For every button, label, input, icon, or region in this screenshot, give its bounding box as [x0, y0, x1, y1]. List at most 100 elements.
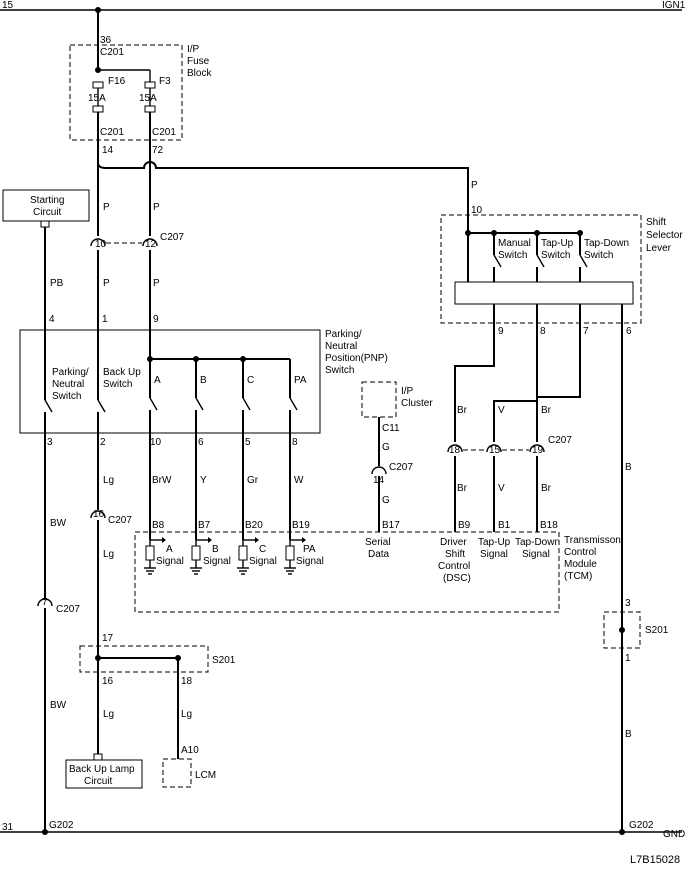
shift-selector-title-2: Selector: [646, 230, 683, 241]
wire-label-pb: PB: [50, 278, 64, 289]
c207-upper: 10 12 C207: [90, 232, 184, 250]
fuse-f16-connector: C201: [100, 127, 124, 138]
fuse-block-title-1: I/P: [187, 44, 200, 55]
wire-v-tapup: [493, 304, 538, 442]
wire-label-brw: BrW: [152, 475, 172, 486]
pnp-park-switch-3: Switch: [52, 391, 81, 402]
lcm-label: LCM: [195, 770, 216, 781]
pnp-park-switch-2: Neutral: [52, 379, 84, 390]
pnp-pin-8: 8: [292, 437, 298, 448]
tcm-pin-b8: B8: [152, 520, 165, 531]
fuse-f3-pin: 72: [152, 145, 164, 156]
tcm-label-c-2: Signal: [249, 556, 277, 567]
fuse-f3-name: F3: [159, 76, 171, 87]
c207-pin-16: 16: [93, 509, 105, 520]
wire-label-gr: Gr: [247, 475, 259, 486]
tcm-title-1: Transmisson: [564, 535, 621, 546]
pnp-title-3: Position(PNP): [325, 353, 388, 364]
rail-top-name: IGN1: [662, 0, 686, 11]
fuse-f16-rating: 15A: [88, 93, 106, 104]
c207-serial-label: C207: [389, 462, 413, 473]
fuse-f16-name: F16: [108, 76, 126, 87]
pnp-pin-4: 4: [49, 314, 55, 325]
wire-label-lg-lower-left: Lg: [103, 709, 114, 720]
c207-pin-19: 19: [532, 445, 544, 456]
wire-label-p-left-upper: P: [103, 202, 110, 213]
c207-pin-18: 18: [449, 445, 461, 456]
starting-circuit-title-2: Circuit: [33, 207, 62, 218]
tcm-pin-b20: B20: [245, 520, 263, 531]
wire-label-lg-mid: Lg: [103, 549, 114, 560]
s201-left-label: S201: [212, 655, 236, 666]
fuse-in-pin: 36: [100, 35, 112, 46]
backup-lamp-title-2: Circuit: [84, 776, 113, 787]
tcm-label-dsc-3: Control: [438, 561, 470, 572]
tcm-input-a: [144, 537, 166, 575]
shift-selector-pin-6: 6: [626, 326, 632, 337]
pnp-pin-1: 1: [102, 314, 108, 325]
fuse-block-title-2: Fuse: [187, 56, 210, 67]
pnp-park-switch-1: Parking/: [52, 367, 89, 378]
s201-pin-18: 18: [181, 676, 193, 687]
s201-left: 17 S201 16 18: [79, 633, 236, 687]
wire-label-br-1: Br: [457, 405, 468, 416]
tapup-switch-1: Tap-Up: [541, 238, 574, 249]
wire-label-lg-lower-right: Lg: [181, 709, 192, 720]
fuse-block-title-3: Block: [187, 68, 212, 79]
tcm-label-pa-1: PA: [303, 544, 316, 555]
pnp-pin-9: 9: [153, 314, 159, 325]
wire-label-v-lower: V: [498, 483, 505, 494]
c207-pin-7: 7: [42, 597, 48, 608]
fuse-block: 36 C201 I/P Fuse Block F16 15A F3 15A C2…: [69, 10, 212, 156]
wire-label-p-shift: P: [471, 180, 478, 191]
tcm-input-c: [237, 537, 259, 575]
tapdown-switch-2: Switch: [584, 250, 613, 261]
fuse-f16-top: [92, 81, 104, 89]
backup-lamp-circuit: Back Up Lamp Circuit: [65, 753, 143, 789]
wire-label-p-left-lower: P: [103, 278, 110, 289]
manual-switch-1: Manual: [498, 238, 531, 249]
shift-selector-lever: Shift Selector Lever 10 Manual Switch Ta…: [440, 205, 683, 337]
tcm-module: Transmisson Control Module (TCM) B8 B7 B…: [134, 520, 621, 613]
tcm-pin-b18: B18: [540, 520, 558, 531]
tcm-title-2: Control: [564, 547, 596, 558]
c207-pin-10: 10: [95, 239, 107, 250]
c207-connector-7: [37, 598, 53, 607]
pnp-contact-a: A: [154, 375, 161, 386]
c207-lower: 18 15 19 C207: [447, 435, 572, 456]
pnp-backup-switch-2: Switch: [103, 379, 132, 390]
wire-label-lg-upper: Lg: [103, 475, 114, 486]
wire-label-g-upper: G: [382, 442, 390, 453]
tcm-label-b-2: Signal: [203, 556, 231, 567]
pnp-pin-6: 6: [198, 437, 204, 448]
s201-pin-16: 16: [102, 676, 114, 687]
pnp-switch: Parking/ Neutral Position(PNP) Switch 4 …: [19, 314, 388, 448]
s201-pin-1: 1: [625, 653, 631, 664]
shift-selector-pin-7: 7: [583, 326, 589, 337]
tcm-pin-b1: B1: [498, 520, 511, 531]
tcm-label-pa-2: Signal: [296, 556, 324, 567]
shift-selector-title-3: Lever: [646, 243, 672, 254]
s201-right-label: S201: [645, 625, 669, 636]
shift-selector-pin-8: 8: [540, 326, 546, 337]
wire-label-w: W: [294, 475, 304, 486]
wire-label-b-upper: B: [625, 462, 632, 473]
pnp-contact-c: C: [247, 375, 254, 386]
pnp-title-2: Neutral: [325, 341, 357, 352]
rail-top-number: 15: [2, 0, 14, 11]
shift-selector-title-1: Shift: [646, 217, 666, 228]
pnp-contact-pa: PA: [294, 375, 307, 386]
wire-label-g-lower: G: [382, 495, 390, 506]
c207-pin-12: 12: [145, 239, 157, 250]
tcm-label-tapdown-1: Tap-Down: [515, 537, 560, 548]
lcm-module: A10 LCM: [162, 745, 216, 788]
ip-cluster-title-2: Cluster: [401, 398, 433, 409]
tcm-label-c-1: C: [259, 544, 266, 555]
wire-br-dsc: [454, 304, 495, 442]
tcm-label-dsc-4: (DSC): [443, 573, 471, 584]
tcm-label-dsc-1: Driver: [440, 537, 467, 548]
tcm-label-serial-1: Serial: [365, 537, 391, 548]
fuse-f3-top: [144, 81, 156, 89]
tcm-label-b-1: B: [212, 544, 219, 555]
tcm-input-pa: [284, 537, 306, 575]
